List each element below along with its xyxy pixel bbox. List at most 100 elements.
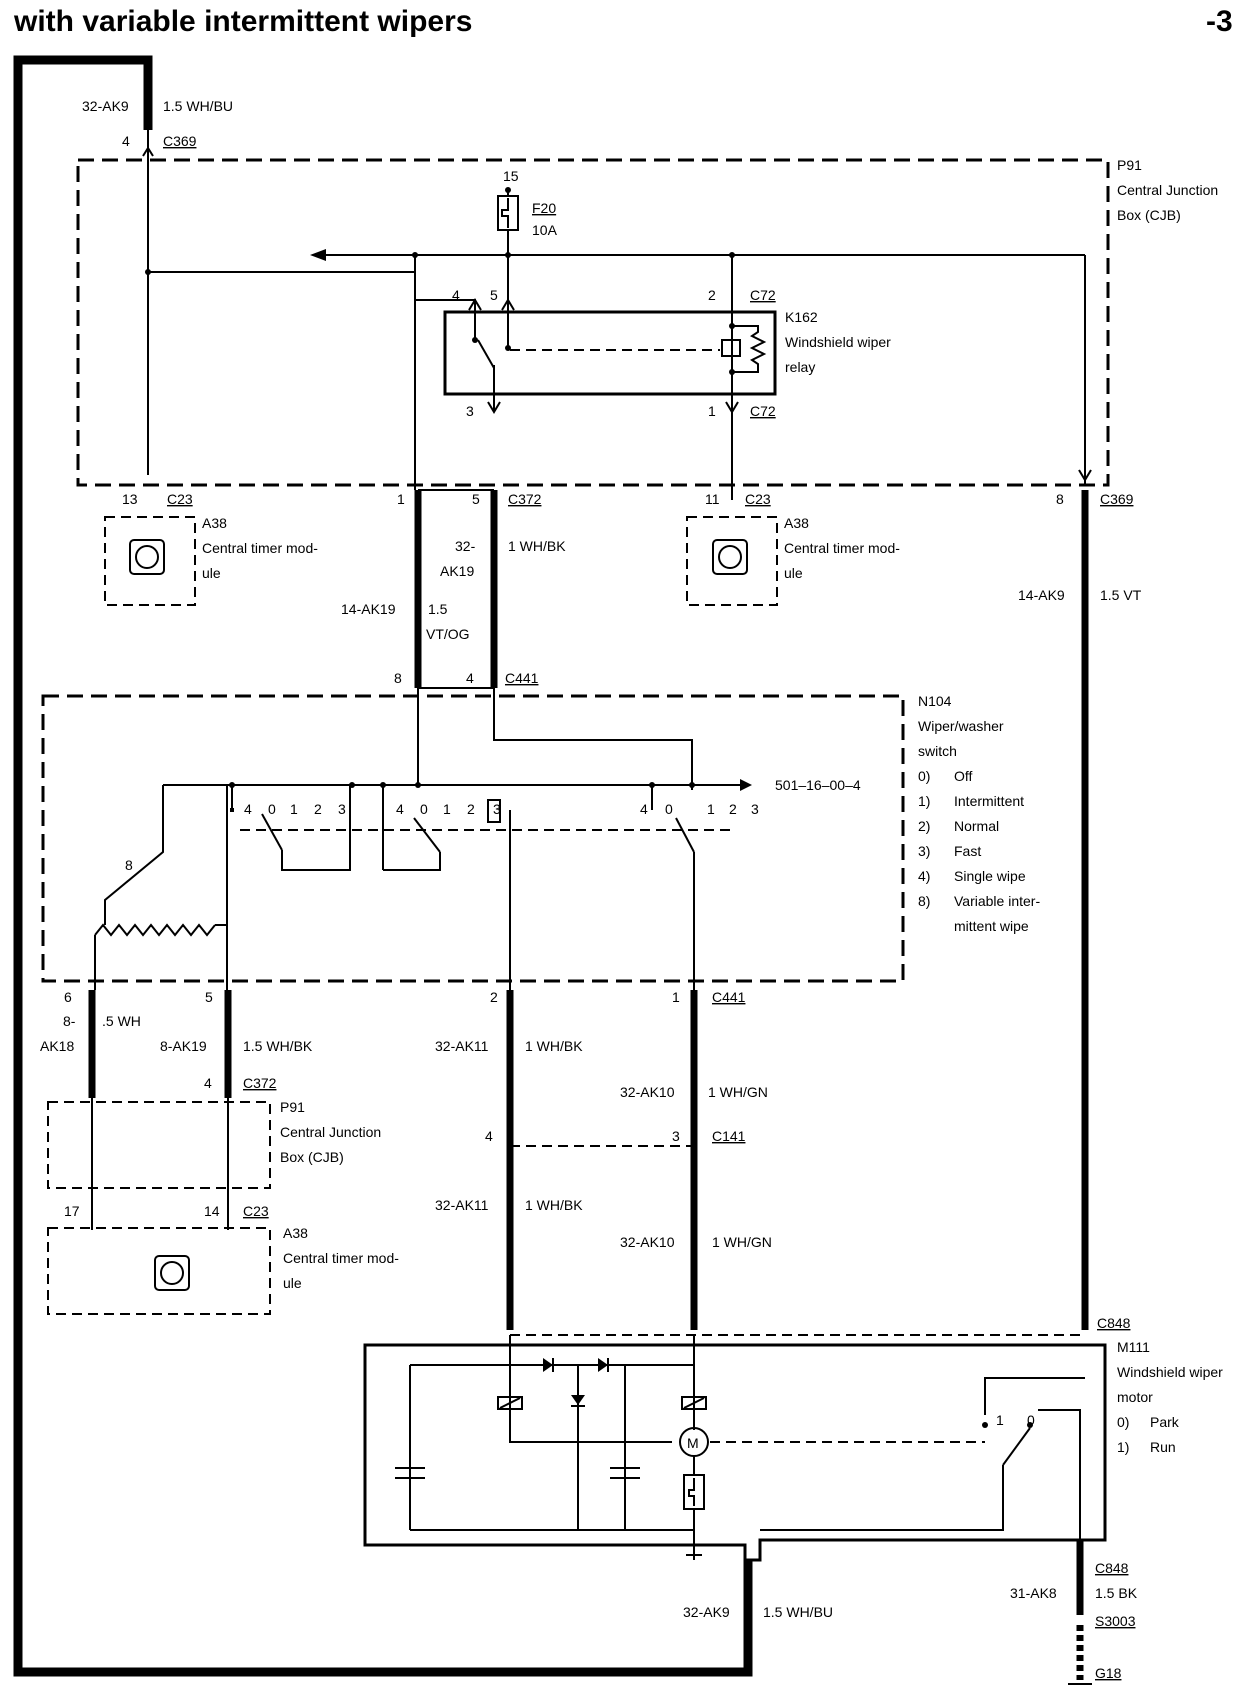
top-feed-circuit: 32-AK9 bbox=[82, 98, 129, 114]
relay-node-2 bbox=[729, 369, 735, 375]
circuit-breaker-element bbox=[688, 1478, 695, 1506]
cjb-top-id: P91 bbox=[1117, 157, 1142, 173]
sw3-pos-3: 3 bbox=[751, 801, 759, 817]
sw2-pos-4: 4 bbox=[396, 801, 404, 817]
c441-pin-8: 8 bbox=[394, 670, 402, 686]
motor-name-2: motor bbox=[1117, 1389, 1153, 1405]
motor-symbol: M bbox=[687, 1435, 699, 1451]
c369-right-circuit: 14-AK9 bbox=[1018, 587, 1065, 603]
switch-group-3: 0 1 2 3 4 bbox=[640, 785, 759, 990]
c441-connector: C441 bbox=[505, 670, 539, 686]
connector-arrow bbox=[487, 401, 501, 414]
relay-name-1: Windshield wiper bbox=[785, 334, 891, 350]
c141-pin-4: 4 bbox=[485, 1128, 493, 1144]
legend-text-4: Single wipe bbox=[954, 868, 1026, 884]
c441-mid-pin-1: 1 bbox=[672, 989, 680, 1005]
diode-icon-1 bbox=[543, 1358, 553, 1372]
bus-arrow-left bbox=[310, 249, 326, 261]
c441-mid-circuit-b: 32-AK10 bbox=[620, 1084, 675, 1100]
ll-circuit-b: 8-AK19 bbox=[160, 1038, 207, 1054]
ll-ctm-line1: Central timer mod- bbox=[283, 1250, 399, 1266]
ctm-left-name-1: Central timer mod- bbox=[202, 540, 318, 556]
motor-sw-1: 1 bbox=[996, 1412, 1004, 1428]
motor-sw-0: 0 bbox=[1027, 1412, 1035, 1428]
top-feed-connector: C369 bbox=[163, 133, 197, 149]
relay-box bbox=[443, 310, 777, 396]
ctm-left-connector: C23 bbox=[167, 491, 193, 507]
sw2-bracket bbox=[487, 799, 501, 823]
ll-cjb-line1: Central Junction bbox=[280, 1124, 381, 1140]
ll-cjb-line2: Box (CJB) bbox=[280, 1149, 344, 1165]
connector-arrow bbox=[501, 298, 515, 311]
park-switch-lead-1 bbox=[984, 1377, 1085, 1415]
sw1-pos-4: 4 bbox=[244, 801, 252, 817]
legend-text-0: Off bbox=[954, 768, 973, 784]
diode-icon-3 bbox=[571, 1395, 585, 1405]
switch-id: N104 bbox=[918, 693, 952, 709]
top-feed-wire: 1.5 WH/BU bbox=[163, 98, 233, 114]
legend-num-0: 0) bbox=[918, 768, 930, 784]
ll-pin-17: 17 bbox=[64, 1203, 80, 1219]
variable-resistor: 8 bbox=[94, 785, 228, 990]
relay-contact-a bbox=[472, 337, 478, 343]
ll-ctm-clock-icon bbox=[160, 1261, 184, 1285]
bottom-wire-left: 1.5 WH/BU bbox=[763, 1604, 833, 1620]
page-title: with variable intermittent wipers bbox=[13, 5, 472, 38]
sw1-contact bbox=[230, 808, 234, 812]
legend-num-4: 4) bbox=[918, 868, 930, 884]
sw3-pos-0: 0 bbox=[665, 801, 673, 817]
c369-right-pin: 8 bbox=[1056, 491, 1064, 507]
ll-ctm-box bbox=[47, 1227, 271, 1315]
motor-lead-left-h bbox=[509, 1440, 672, 1443]
sw3-pos-4: 4 bbox=[640, 801, 648, 817]
relay-contact-b bbox=[505, 345, 511, 351]
relay-switch-arm bbox=[477, 339, 495, 369]
choke-slash-1 bbox=[499, 1397, 521, 1409]
park-switch-arm bbox=[1002, 1427, 1031, 1466]
cjb-top-box bbox=[76, 158, 1110, 487]
c141-wire-b: 1 WH/GN bbox=[712, 1234, 772, 1250]
diode-icon-2 bbox=[598, 1358, 608, 1372]
reference-arrow bbox=[740, 779, 752, 791]
ll-pin-14: 14 bbox=[204, 1203, 220, 1219]
legend-text-2: Normal bbox=[954, 818, 999, 834]
legend-num-1: 1) bbox=[918, 793, 930, 809]
ll-pin-4: 4 bbox=[204, 1075, 212, 1091]
fuse-rating: 10A bbox=[532, 222, 558, 238]
relay-coil-icon bbox=[721, 339, 741, 357]
motor-legend-num-1: 1) bbox=[1117, 1439, 1129, 1455]
legend-text-1: Intermittent bbox=[954, 793, 1024, 809]
relay-pin-2: 2 bbox=[708, 287, 716, 303]
ctm-right-name-1: Central timer mod- bbox=[784, 540, 900, 556]
legend-num-5: 8) bbox=[918, 893, 930, 909]
connector-arrow bbox=[725, 401, 739, 414]
c141-pin-3: 3 bbox=[672, 1128, 680, 1144]
c372-circuit-a-1: 32- bbox=[455, 538, 476, 554]
bottom-connector-c848: C848 bbox=[1095, 1560, 1129, 1576]
sw3-pos-2: 2 bbox=[729, 801, 737, 817]
sw2-pos-0: 0 bbox=[420, 801, 428, 817]
ctm-right-pin: 11 bbox=[705, 491, 720, 507]
junction-left bbox=[145, 269, 151, 275]
c372-pin-1: 1 bbox=[397, 491, 405, 507]
bottom-wire-right: 1.5 BK bbox=[1095, 1585, 1138, 1601]
connector-arrow bbox=[468, 298, 482, 311]
ll-connector-c23: C23 bbox=[243, 1203, 269, 1219]
legend-text-3: Fast bbox=[954, 843, 981, 859]
ctm-left-pin: 13 bbox=[122, 491, 138, 507]
switch-name-2: switch bbox=[918, 743, 957, 759]
park-switch-return bbox=[760, 1465, 1004, 1531]
ll-circuit-a-2: AK18 bbox=[40, 1038, 74, 1054]
c441-pin-4: 4 bbox=[466, 670, 474, 686]
relay-connector-bottom: C72 bbox=[750, 403, 776, 419]
c372-wire-b-2: VT/OG bbox=[426, 626, 470, 642]
bottom-splice: S3003 bbox=[1095, 1613, 1136, 1629]
top-feed-pin: 4 bbox=[122, 133, 130, 149]
sw1-pos-3: 3 bbox=[338, 801, 346, 817]
choke-icon-2 bbox=[681, 1396, 707, 1410]
sw2-return bbox=[383, 852, 441, 871]
switch-reference: 501–16–00–4 bbox=[775, 777, 861, 793]
c141-circuit-b: 32-AK10 bbox=[620, 1234, 675, 1250]
sw2-pos-2: 2 bbox=[467, 801, 475, 817]
park-contact-0 bbox=[1027, 1422, 1033, 1428]
